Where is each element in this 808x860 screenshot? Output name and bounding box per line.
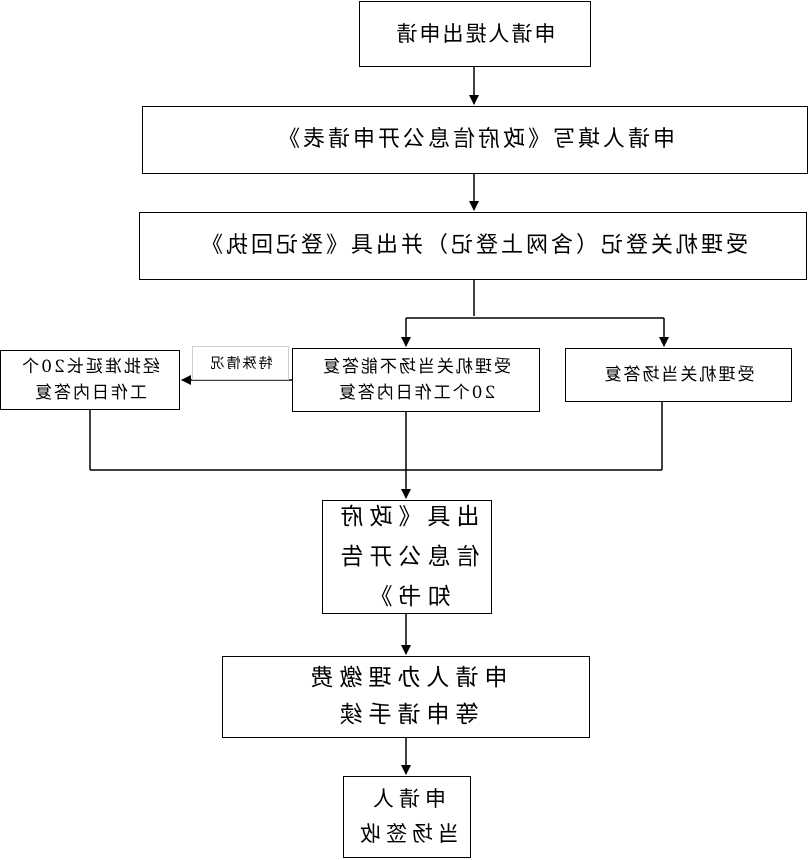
step-pay-fees-line2: 等申请手续 [333,702,479,728]
step-pay-fees-line1: 申请人办理缴费 [304,665,508,692]
step-sign-receipt-line2: 当场签收 [355,822,459,846]
step-fill-form-text: 申请人填写《政府信息公开申请表》 [275,127,676,153]
step-extension: 经批准延长20个 工作日内答复 [0,350,180,410]
branch-cannot-reply-line1: 受理机关当场不能答复 [321,356,511,377]
branch-reply-on-spot: 受理机关当场答复 [565,348,792,402]
special-case-label: 特殊情况 [192,346,289,380]
step-register: 受理机关登记（含网上登记）并出具《登记回执》 [139,212,807,280]
step-issue-notice: 出具《政府 信息公开告 知书》 [322,500,492,614]
step-extension-line1: 经批准延长20个 [20,356,160,377]
step-sign-receipt: 申请人 当场签收 [343,776,471,858]
step-submit-application: 申请人提出申请 [359,1,591,67]
branch-cannot-reply-line2: 20个工作日内答复 [336,383,496,403]
special-case-label-text: 特殊情况 [208,356,273,372]
step-extension-line2: 工作日内答复 [33,383,148,403]
step-pay-fees: 申请人办理缴费 等申请手续 [222,656,590,738]
step-issue-notice-line2: 信息公开告 [334,543,480,570]
branch-reply-on-spot-text: 受理机关当场答复 [602,364,755,385]
step-fill-form: 申请人填写《政府信息公开申请表》 [142,106,808,174]
step-issue-notice-line3: 知书》 [363,584,451,611]
step-sign-receipt-line1: 申请人 [368,787,446,812]
step-submit-application-text: 申请人提出申请 [394,21,556,46]
step-issue-notice-line1: 出具《政府 [334,503,480,530]
branch-cannot-reply-on-spot: 受理机关当场不能答复 20个工作日内答复 [292,348,540,412]
step-register-text: 受理机关登记（含网上登记）并出具《登记回执》 [198,233,749,259]
